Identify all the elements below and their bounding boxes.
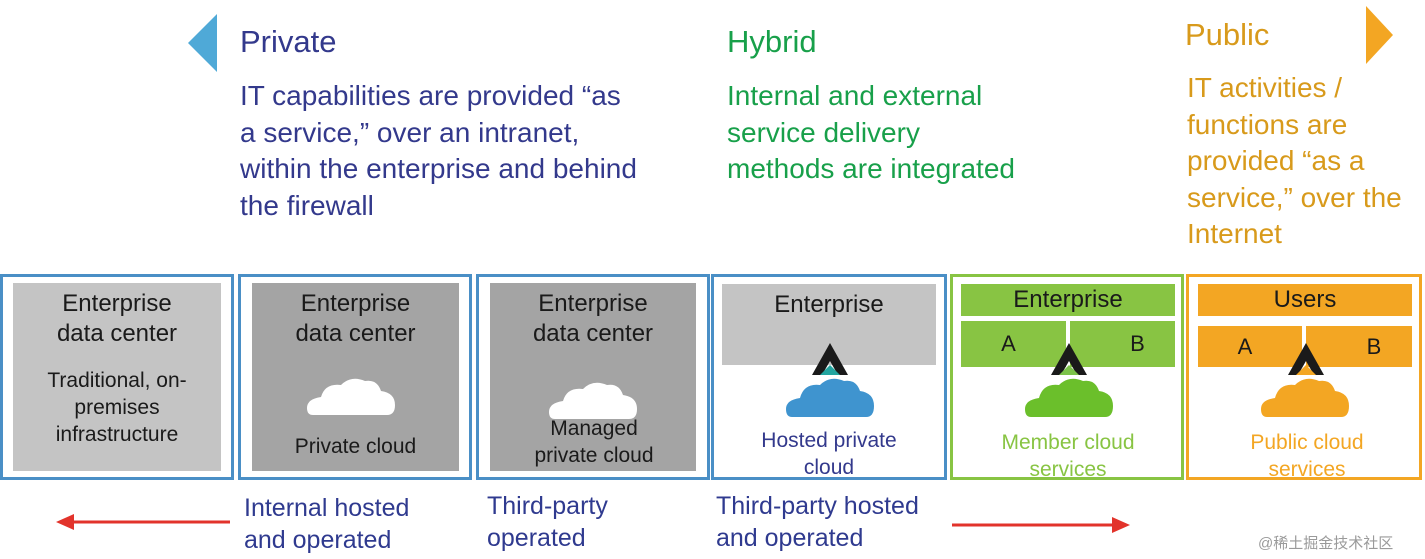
connection-chevron-icon <box>1051 343 1087 375</box>
public-title: Public <box>1185 17 1270 52</box>
panel-managed-private-cloud: Enterprise data center Managed private c… <box>476 274 710 480</box>
segment-b: B <box>1306 326 1412 367</box>
box-label-line1: Enterprise <box>300 290 411 317</box>
member-cloud-services-caption: Member cloud services <box>1001 431 1135 481</box>
internal-hosted-label: Internal hosted and operated <box>244 494 410 554</box>
panel-hosted-private-cloud: Enterprise Hosted private cloud <box>711 274 947 480</box>
box-label-line2: data center <box>532 320 654 347</box>
orange-cloud-icon <box>1261 378 1349 417</box>
third-party-operated-label: Third-party operated <box>487 492 608 552</box>
panel-traditional: Enterprise data center Traditional, on-p… <box>0 274 234 480</box>
connection-chevron-icon <box>812 343 848 375</box>
white-cloud-icon <box>549 382 637 419</box>
segment-a: A <box>1198 326 1302 367</box>
public-description: IT activities / functions are provided “… <box>1187 72 1402 249</box>
enterprise-bar: Enterprise <box>961 284 1175 316</box>
private-title: Private <box>240 24 337 59</box>
private-cloud-caption: Private cloud <box>294 435 417 458</box>
box-label-line2: data center <box>56 320 178 347</box>
traditional-infrastructure-label: Traditional, on-premises infrastructure <box>47 369 187 446</box>
box-label-line1: Enterprise <box>774 291 884 318</box>
enterprise-data-center-box: Enterprise data center <box>490 283 696 471</box>
panel-member-cloud-services: Enterprise A B Member cloud services <box>950 274 1184 481</box>
panel-public-cloud-services: Users A B Public cloud services <box>1186 274 1422 481</box>
enterprise-data-center-box: Enterprise data center <box>252 283 459 471</box>
watermark: @稀土掘金技术社区 <box>1258 535 1394 552</box>
white-cloud-icon <box>307 378 395 415</box>
hybrid-title: Hybrid <box>727 24 817 59</box>
box-label-line1: Enterprise <box>62 290 172 317</box>
red-left-arrow-icon <box>56 514 230 530</box>
left-direction-arrow-icon <box>188 14 217 72</box>
green-cloud-icon <box>1025 378 1113 417</box>
blue-cloud-icon <box>786 378 874 417</box>
hosted-private-cloud-caption: Hosted private cloud <box>761 429 897 479</box>
panel-private-cloud: Enterprise data center Private cloud <box>238 274 472 480</box>
hybrid-description: Internal and external service delivery m… <box>727 80 1015 184</box>
red-right-arrow-icon <box>952 517 1130 533</box>
enterprise-data-center-box: Enterprise data center Traditional, on-p… <box>13 283 221 471</box>
connection-chevron-icon <box>1288 343 1324 375</box>
right-direction-arrow-icon <box>1366 6 1393 64</box>
private-description: IT capabilities are provided “as a servi… <box>240 80 637 221</box>
box-label-line2: data center <box>295 320 416 347</box>
segment-a: A <box>961 321 1066 367</box>
box-label-line1: Enterprise <box>538 290 648 317</box>
public-cloud-services-caption: Public cloud services <box>1250 431 1364 481</box>
third-party-hosted-label: Third-party hosted and operated <box>716 492 919 552</box>
users-bar: Users <box>1198 284 1412 316</box>
managed-private-cloud-caption: Managed private cloud <box>534 417 654 467</box>
segment-b: B <box>1070 321 1175 367</box>
